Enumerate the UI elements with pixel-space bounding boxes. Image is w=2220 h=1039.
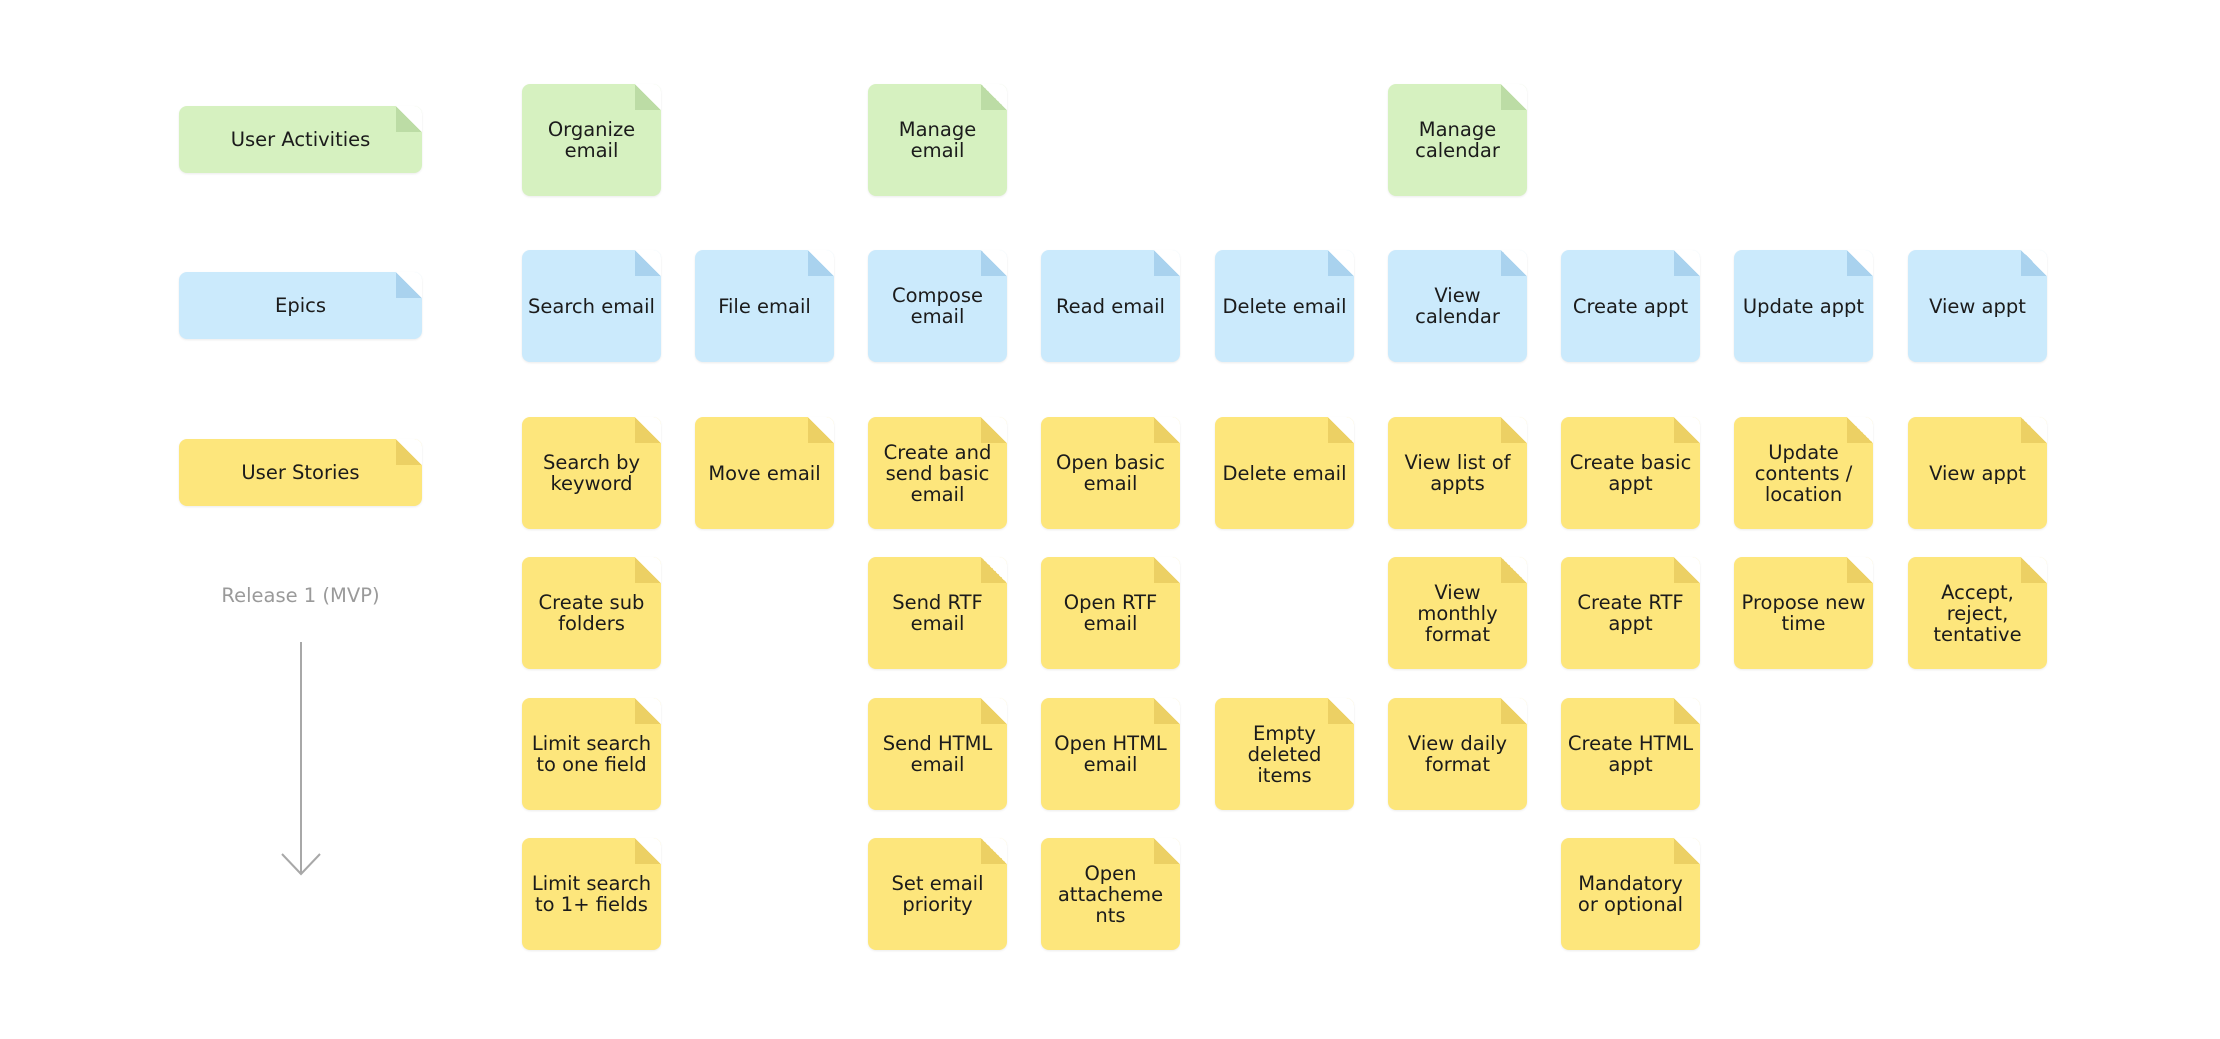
story-card: View daily format xyxy=(1388,698,1527,810)
epic-card: File email xyxy=(695,250,834,362)
story-card: Limit search to 1+ fields xyxy=(522,838,661,950)
row-label-user-activities: User Activities xyxy=(179,106,422,173)
row-label-epics: Epics xyxy=(179,272,422,339)
story-card: View monthly format xyxy=(1388,557,1527,669)
story-card: Mandatory or optional xyxy=(1561,838,1700,950)
story-card: Create basic appt xyxy=(1561,417,1700,529)
story-card: Move email xyxy=(695,417,834,529)
epic-card: View calendar xyxy=(1388,250,1527,362)
story-card: View list of appts xyxy=(1388,417,1527,529)
story-card: View appt xyxy=(1908,417,2047,529)
story-card: Propose new time xyxy=(1734,557,1873,669)
story-card: Limit search to one field xyxy=(522,698,661,810)
story-card: Create and send basic email xyxy=(868,417,1007,529)
epic-card: Read email xyxy=(1041,250,1180,362)
story-card: Set email priority xyxy=(868,838,1007,950)
story-card: Accept, reject, tentative xyxy=(1908,557,2047,669)
story-card: Open RTF email xyxy=(1041,557,1180,669)
row-label-user-stories: User Stories xyxy=(179,439,422,506)
story-card: Create RTF appt xyxy=(1561,557,1700,669)
story-card: Send HTML email xyxy=(868,698,1007,810)
activity-card: Manage email xyxy=(868,84,1007,196)
epic-card: Search email xyxy=(522,250,661,362)
down-arrow-icon xyxy=(281,642,321,876)
story-card: Create HTML appt xyxy=(1561,698,1700,810)
release-label: Release 1 (MVP) xyxy=(221,584,380,607)
activity-card: Manage calendar xyxy=(1388,84,1527,196)
story-card: Create sub folders xyxy=(522,557,661,669)
story-card: Update contents / location xyxy=(1734,417,1873,529)
story-card: Search by keyword xyxy=(522,417,661,529)
epic-card: View appt xyxy=(1908,250,2047,362)
story-card: Send RTF email xyxy=(868,557,1007,669)
story-card: Open HTML email xyxy=(1041,698,1180,810)
epic-card: Create appt xyxy=(1561,250,1700,362)
story-card: Empty deleted items xyxy=(1215,698,1354,810)
story-card: Open basic email xyxy=(1041,417,1180,529)
activity-card: Organize email xyxy=(522,84,661,196)
epic-card: Compose email xyxy=(868,250,1007,362)
story-card: Delete email xyxy=(1215,417,1354,529)
epic-card: Delete email xyxy=(1215,250,1354,362)
story-card: Open attacheme nts xyxy=(1041,838,1180,950)
epic-card: Update appt xyxy=(1734,250,1873,362)
